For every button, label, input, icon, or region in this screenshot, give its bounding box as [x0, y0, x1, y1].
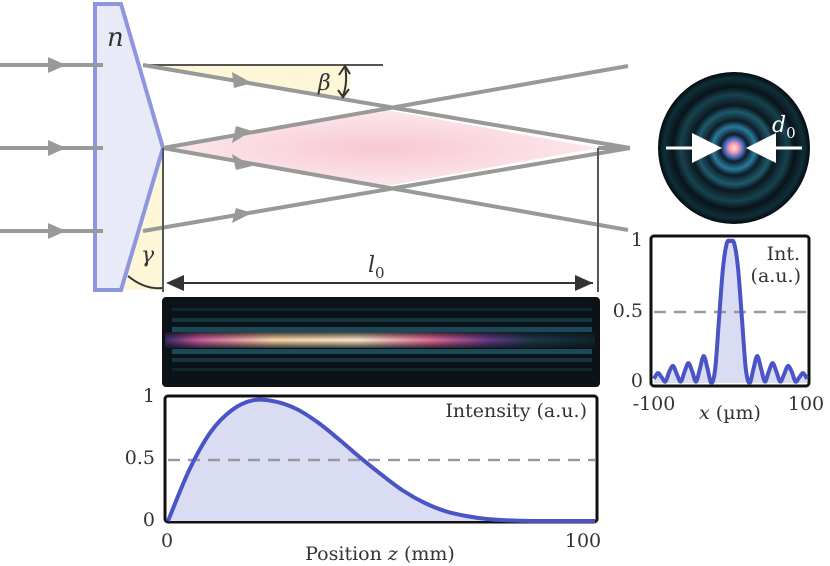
l0-label: l0: [368, 253, 385, 282]
chart2-intensity-curve: [652, 238, 809, 385]
chart2-xtick-neg100: -100: [633, 393, 676, 415]
beam-longitudinal-image: [162, 297, 600, 387]
transverse-intensity-chart: Int. (a.u.) 1 0.5 0 -100 100 x (µm): [613, 229, 824, 424]
chart2-ytick-05: 0.5: [613, 300, 643, 322]
chart2-area-fill: [654, 240, 807, 383]
gamma-angle-arc: [127, 275, 164, 290]
axicon-prism: [93, 2, 166, 292]
refractive-index-label: n: [107, 23, 124, 53]
refracted-ray-arrows: [232, 72, 252, 223]
chart1-xlabel: Position z (mm): [305, 543, 455, 565]
chart2-xlabel: x (µm): [699, 402, 761, 424]
longitudinal-intensity-chart: Intensity (a.u.) 1 0.5 0 0 100 Position …: [125, 385, 601, 565]
chart2-xtick-100: 100: [788, 393, 824, 415]
chart2-annotation-line2: (a.u.): [751, 265, 801, 287]
incoming-ray-arrows: [48, 57, 66, 239]
chart2-annotation-line1: Int.: [767, 243, 800, 265]
chart1-ytick-0: 0: [143, 509, 155, 531]
gamma-angle-label: γ: [141, 243, 155, 268]
chart1-annotation: Intensity (a.u.): [445, 400, 587, 422]
chart1-xtick-0: 0: [161, 530, 173, 552]
d0-label: d0: [772, 113, 796, 142]
chart2-ytick-0: 0: [631, 370, 643, 392]
beta-angle-arc: [342, 65, 348, 97]
beta-angle-label: β: [317, 71, 331, 96]
beam-transverse-spot: d0: [658, 72, 810, 224]
chart1-ytick-1: 1: [143, 385, 155, 407]
chart1-ytick-05: 0.5: [125, 447, 155, 469]
bessel-overlap-zone: [163, 110, 598, 186]
chart1-area-fill: [168, 399, 595, 522]
chart2-ytick-1: 1: [631, 229, 643, 251]
chart1-xtick-100: 100: [565, 530, 601, 552]
chart1-intensity-curve: [166, 397, 595, 524]
